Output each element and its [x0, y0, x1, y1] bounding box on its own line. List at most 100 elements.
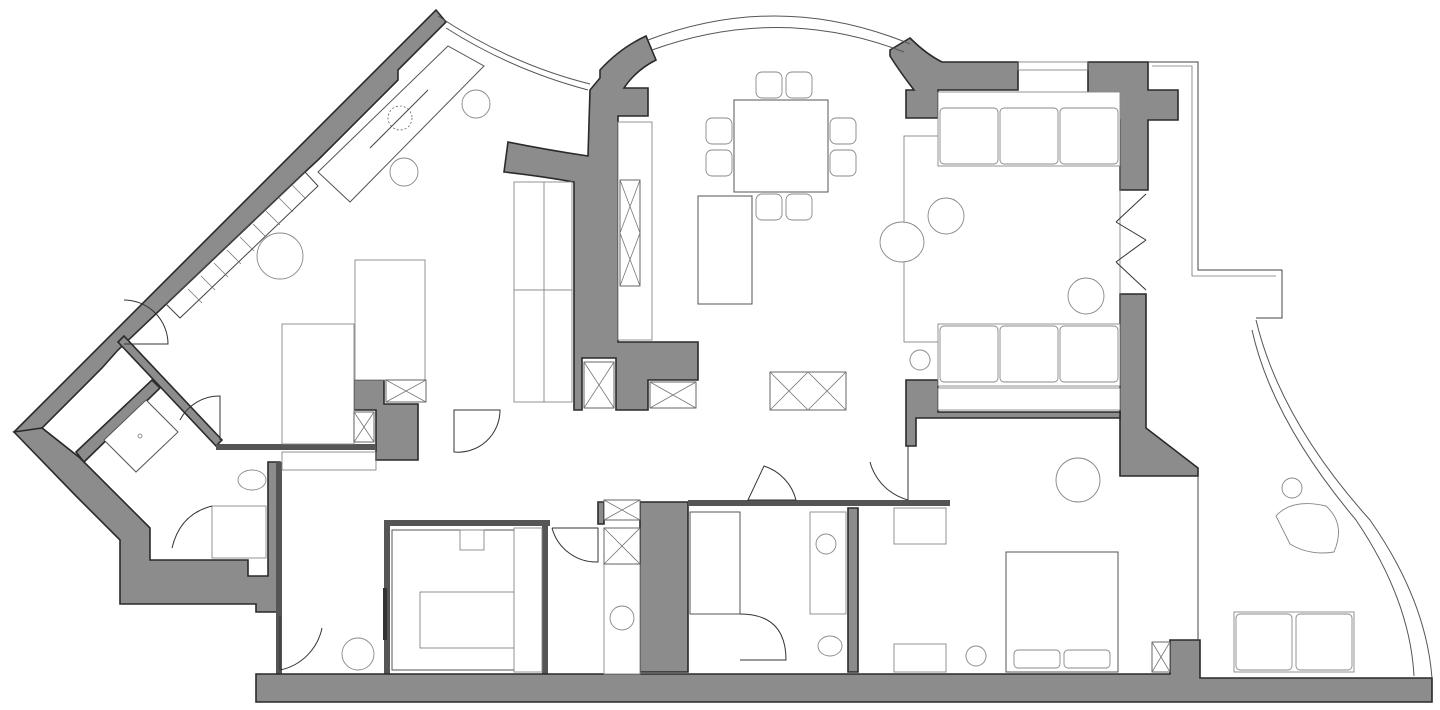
sofa-block [354, 259, 426, 381]
sofa-cushion [1059, 107, 1119, 165]
study-zone [256, 45, 491, 445]
closet-cross-line [1151, 641, 1171, 673]
stair-tread [291, 184, 307, 200]
wall-kitchen-pillar [353, 379, 419, 461]
toilet [817, 635, 843, 657]
double-door-east [1115, 193, 1147, 291]
toilet [237, 469, 267, 491]
bathroom-west [103, 399, 267, 559]
pillow [1013, 649, 1061, 669]
nightstand [459, 529, 485, 551]
laundry-cross-line [603, 499, 641, 521]
coffee-table-round [927, 197, 965, 235]
washbasin [815, 533, 837, 555]
table-block [281, 323, 355, 445]
dining-chair [755, 71, 783, 99]
sofa-cushion [939, 107, 999, 165]
door-swing [179, 395, 221, 440]
hall-bench [281, 451, 377, 471]
dining-chair [705, 149, 733, 177]
wall-central [639, 501, 689, 673]
balcony-lounge [1233, 477, 1355, 673]
stair-tread [265, 210, 281, 226]
wardrobe-column [513, 121, 697, 409]
wall-corridor-west [276, 462, 282, 674]
shower-tray [211, 505, 267, 559]
stair-tread [213, 262, 229, 278]
door-swing [453, 409, 501, 453]
stair-tread [252, 223, 268, 239]
wall-bath-east [847, 507, 859, 673]
sideboard [937, 387, 1121, 411]
fridge-crossed [619, 179, 641, 287]
door-swing [123, 299, 169, 345]
dining-area [697, 71, 857, 411]
wall-central-stub [597, 501, 605, 525]
wall-bath-inner [74, 378, 162, 464]
dining-chair [755, 193, 783, 221]
dresser [893, 507, 947, 545]
bed-single [391, 529, 517, 671]
window-curved-north [647, 15, 911, 45]
living-room [879, 91, 1147, 411]
window-east-sill [1017, 61, 1089, 71]
laundry-cross-line [603, 527, 641, 565]
daybed-cushion [1235, 613, 1293, 671]
fridge-cross-line [619, 232, 641, 287]
storage-crossed [769, 371, 847, 411]
sofa-cushion [939, 325, 999, 383]
desk-lamp-icon [387, 105, 413, 131]
side-table [1281, 477, 1303, 499]
storage-cross-line [807, 371, 847, 411]
sliding-door [383, 588, 387, 640]
bathtub-rect [689, 511, 741, 615]
wall-bath-north [688, 500, 950, 506]
sofa-cushion [999, 107, 1059, 165]
drain [137, 433, 143, 439]
round-rug [1055, 457, 1101, 503]
wall-bath-inner-2 [116, 334, 224, 448]
armchair-lounge [1275, 503, 1339, 554]
dining-chair [705, 117, 733, 145]
door-swing [551, 527, 599, 563]
side-lamp [909, 349, 931, 371]
desk-lamp-arm [369, 89, 429, 149]
vanity [809, 511, 847, 615]
stair-tread [200, 275, 216, 291]
staircase [165, 171, 319, 319]
desk-diagonal [317, 45, 485, 203]
windows [437, 15, 1433, 679]
sofa-cushion [999, 325, 1059, 383]
master-bedroom [893, 457, 1171, 673]
lounge-chair [879, 221, 925, 263]
stair-outline [165, 171, 319, 319]
dining-chair [785, 193, 813, 221]
walls [12, 8, 1433, 703]
kitchen-island [697, 195, 753, 305]
shower-door-arc [171, 505, 213, 549]
dining-chair [785, 71, 813, 99]
wall-curved-pillar [503, 34, 699, 411]
cabinet-cross-line [583, 361, 615, 409]
desk-chair [389, 157, 419, 187]
laundry [603, 499, 641, 675]
side-lamp [965, 645, 987, 667]
shower-door-arc [739, 613, 787, 661]
bedroom-small [383, 527, 543, 673]
armchair-round [461, 89, 491, 119]
window-curved-east-inner [1251, 329, 1415, 677]
wall-hall-north [216, 444, 376, 450]
pillow [1063, 649, 1111, 669]
window-curved-north-inner [651, 27, 905, 53]
wall-bedroom-east [542, 520, 548, 674]
window-curved-east [1255, 319, 1433, 679]
cabinet-cross-line [649, 381, 697, 409]
wall-bedroom-north [384, 520, 550, 526]
coffee-table-round [1067, 277, 1105, 315]
washing-machine [609, 605, 635, 631]
bathroom-middle [689, 511, 847, 661]
round-rug [256, 232, 304, 280]
stair-tread [187, 288, 203, 304]
balcony-outline-inner [1152, 65, 1276, 277]
storage-cross-line [385, 379, 427, 403]
